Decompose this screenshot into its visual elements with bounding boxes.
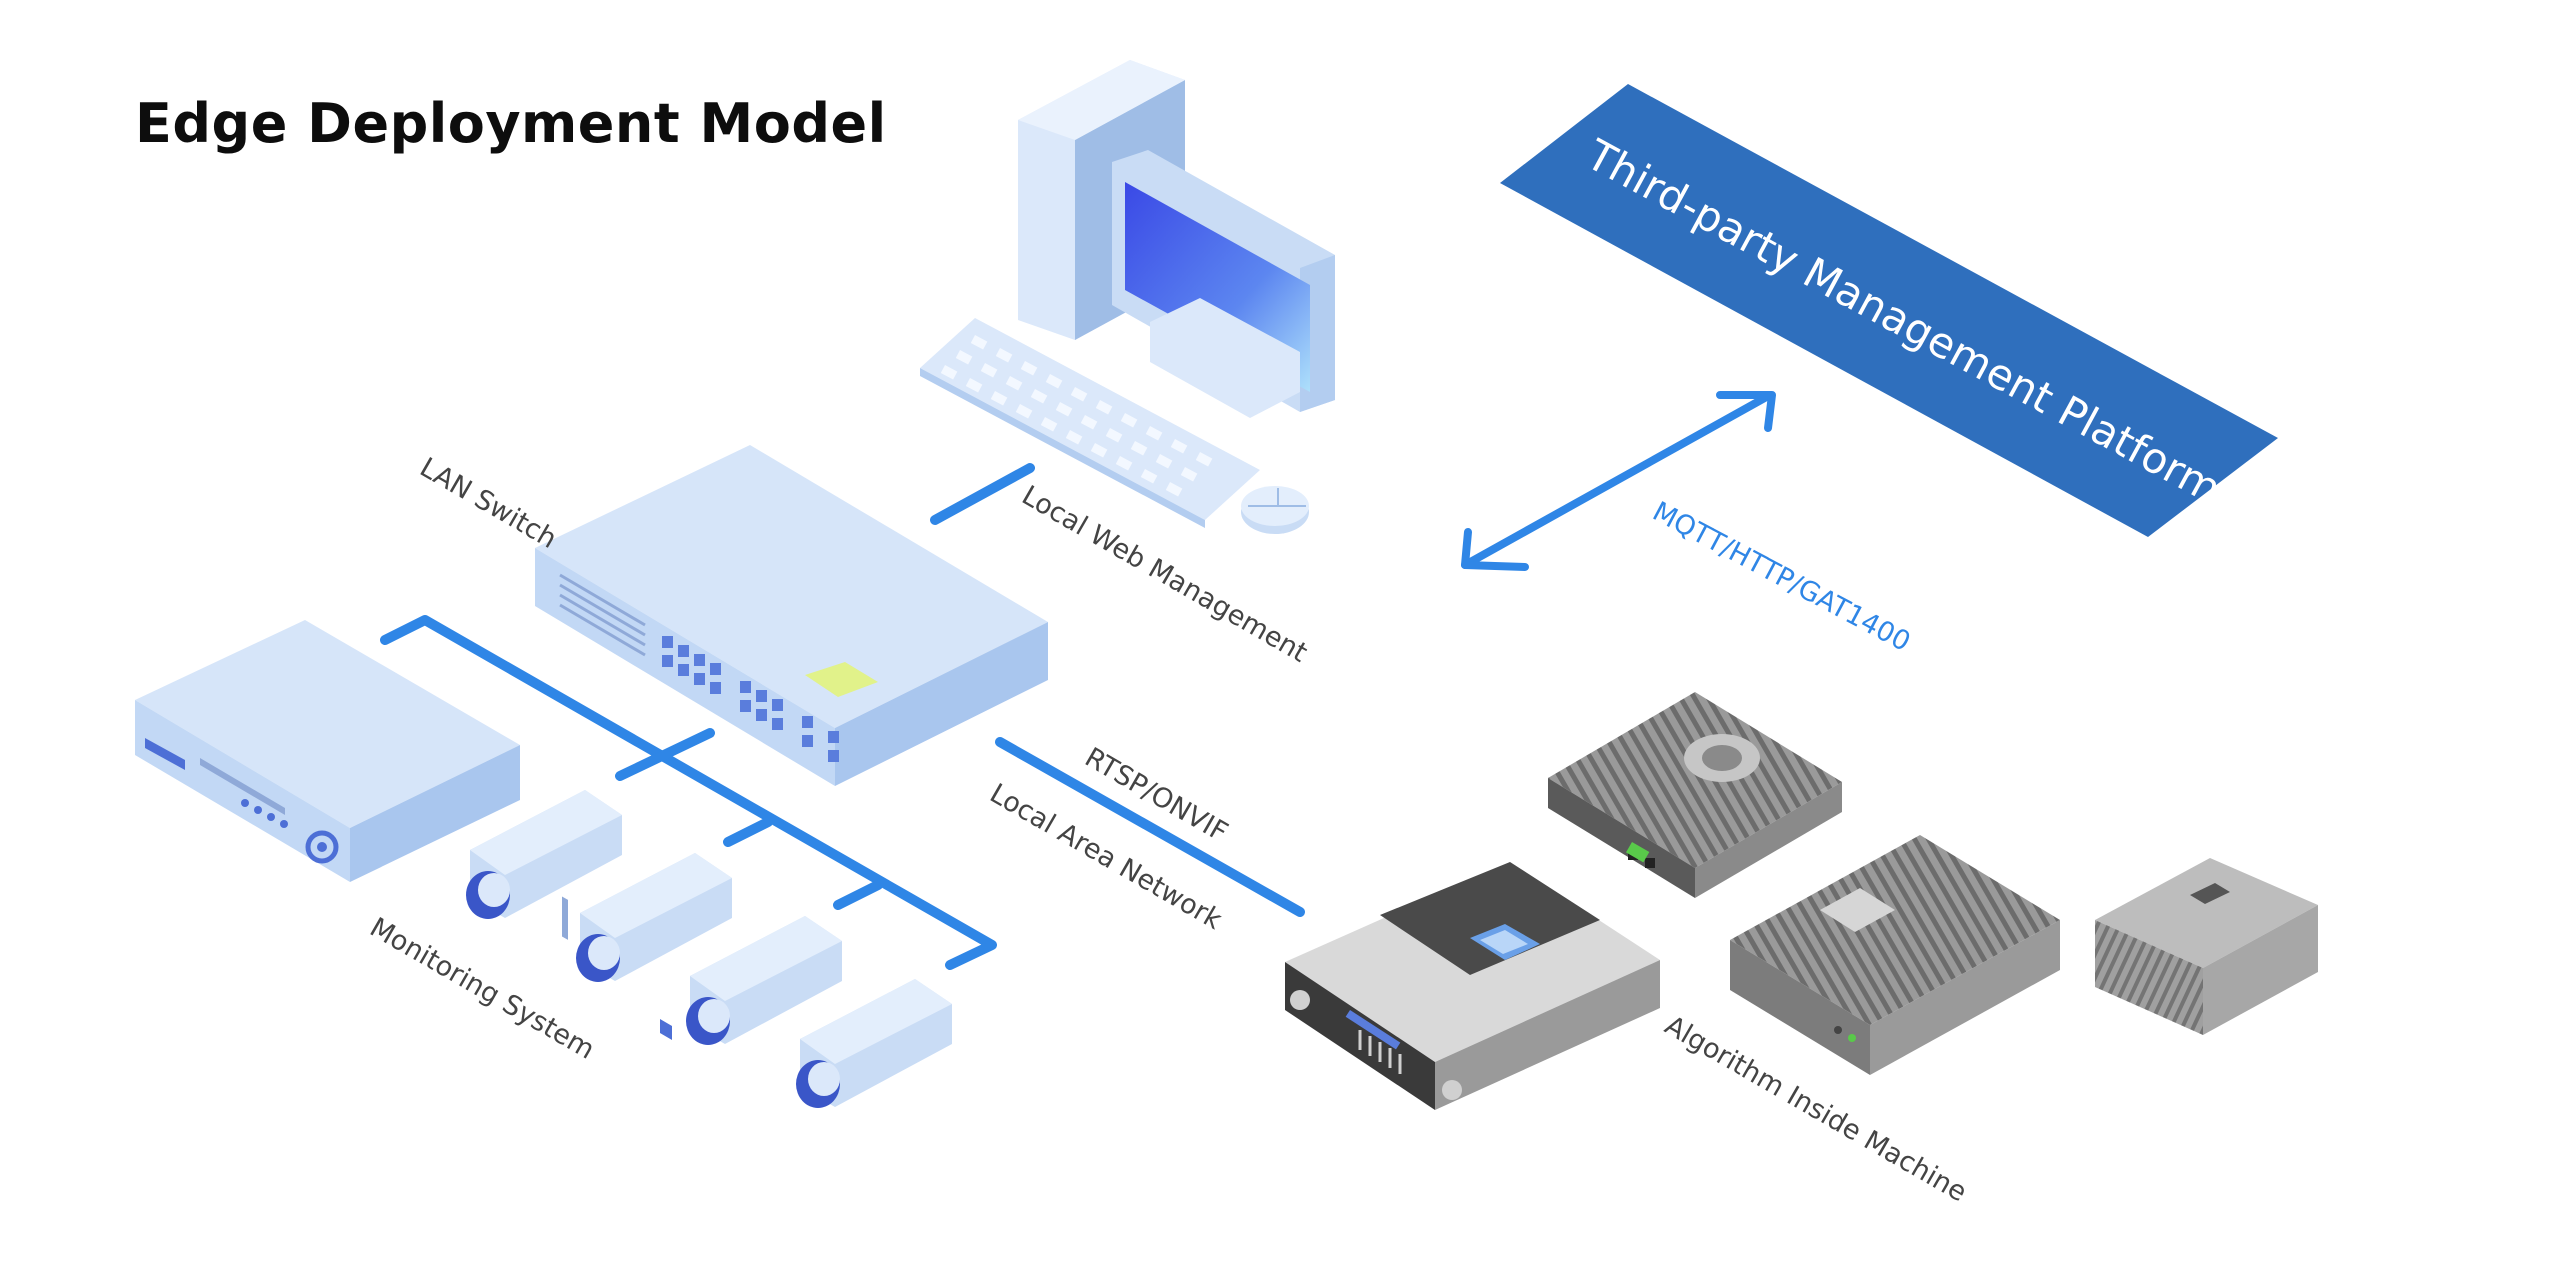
camera-3 <box>686 916 842 1045</box>
nvr-device <box>135 620 520 882</box>
camera-4 <box>796 979 952 1108</box>
platform-banner <box>1500 84 2278 537</box>
rack-server <box>1285 862 1660 1110</box>
page-title: Edge Deployment Model <box>135 92 887 155</box>
camera-bus-lines <box>380 615 997 970</box>
mqtt-double-arrow <box>1461 391 1776 571</box>
lan-switch-device <box>535 445 1048 1040</box>
edge-box-small <box>1548 692 1842 898</box>
rtsp-connector <box>995 737 1305 917</box>
edge-box-large <box>1730 835 2060 1075</box>
edge-box-compact <box>2095 858 2318 1035</box>
computer-illustration <box>920 60 1335 534</box>
camera-2 <box>576 853 732 982</box>
camera-1 <box>466 790 622 919</box>
local-web-connector <box>930 463 1035 525</box>
